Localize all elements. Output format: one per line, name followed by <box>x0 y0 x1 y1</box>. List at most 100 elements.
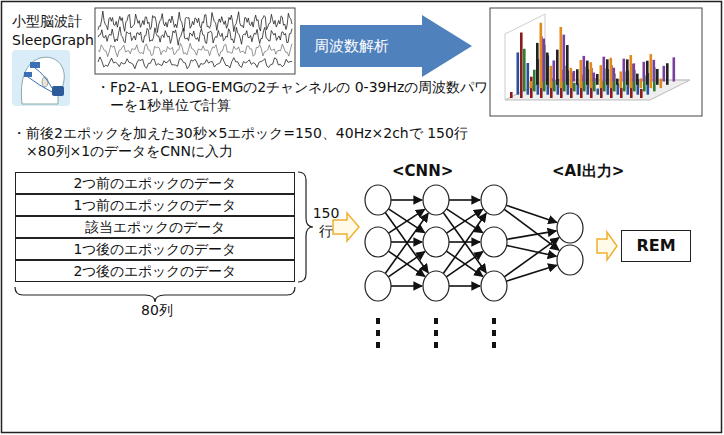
chart-bar <box>580 60 583 88</box>
chart-bar <box>573 83 576 92</box>
chart-bar <box>613 68 616 82</box>
network-link <box>446 252 482 277</box>
chart-bar <box>570 68 573 88</box>
head-outline <box>21 57 64 104</box>
chart-bar <box>640 89 643 98</box>
note: ・前後2エポックを加えた30秒×5エポック=150、40Hz×2chで 150行… <box>12 124 496 160</box>
chart-bar <box>650 54 653 88</box>
network-link <box>446 251 482 276</box>
chart-bar <box>653 60 656 82</box>
chart-bar <box>543 39 546 82</box>
chart-bar <box>663 66 666 82</box>
data-box: 該当エポックのデータ <box>15 216 295 238</box>
dimension: 80列 <box>132 301 182 319</box>
chart-bar <box>540 23 543 88</box>
device-name: SleepGraph <box>12 31 96 49</box>
chart-bar <box>596 74 599 85</box>
ear <box>42 77 48 87</box>
chart-bar <box>556 50 559 85</box>
network-link <box>388 252 424 277</box>
eeg-trace <box>98 43 292 57</box>
chart-bar <box>517 52 520 94</box>
neuron <box>557 213 583 243</box>
ellipsis-dot <box>434 342 438 348</box>
chart-bar <box>626 59 629 84</box>
chart-bar <box>623 59 626 82</box>
chart-bar <box>620 88 623 98</box>
network-link <box>388 251 424 276</box>
neuron <box>481 271 507 301</box>
box-label: 1つ後のエポックのデータ <box>74 241 237 258</box>
chart-bar <box>510 92 513 98</box>
illustration-ground <box>12 50 70 106</box>
dimension: 150 行 <box>312 204 340 240</box>
chart-bar <box>577 84 580 95</box>
electrode <box>24 72 32 77</box>
neuron <box>365 185 391 215</box>
box-label: 該当エポックのデータ <box>85 219 225 236</box>
chart-bar <box>550 66 553 88</box>
eeg-trace <box>98 11 292 32</box>
process-arrow: 周波数解析 <box>300 15 472 77</box>
network-link <box>507 245 557 256</box>
chart-axis <box>505 14 690 100</box>
box-label: REM <box>636 236 675 255</box>
wire <box>28 68 52 92</box>
chart-bar <box>563 35 566 82</box>
neuron <box>557 245 583 275</box>
head-illustration <box>12 50 70 106</box>
ellipsis-dot <box>434 330 438 336</box>
eeg-waveform <box>98 11 292 69</box>
device-name: 小型脳波計 <box>12 12 96 30</box>
network-link <box>507 231 556 239</box>
chart-bar <box>597 89 600 95</box>
arrow-shape <box>300 15 472 77</box>
network-link <box>506 265 556 281</box>
chart-bar <box>553 60 556 81</box>
box-label: 2つ前のエポックのデータ <box>74 175 237 192</box>
ellipsis-dot <box>376 318 380 324</box>
cnn-network <box>365 185 583 348</box>
data-box: 2つ後のエポックのデータ <box>15 260 295 282</box>
network-link <box>449 285 480 287</box>
network-link <box>389 209 425 233</box>
chart-bar <box>590 62 593 88</box>
electrode <box>30 62 40 68</box>
chart-bar <box>610 58 613 88</box>
chart-bar <box>530 77 533 98</box>
neuron <box>423 227 449 257</box>
chart-bar <box>616 79 619 85</box>
neuron <box>423 271 449 301</box>
chart-bar <box>630 55 633 88</box>
brace <box>298 172 313 282</box>
neuron <box>481 185 507 215</box>
chart-bar <box>553 80 556 91</box>
neuron <box>481 227 507 257</box>
chart-bar <box>533 70 536 92</box>
chart-bar <box>573 71 576 82</box>
ellipsis-dot <box>434 318 438 324</box>
chart-bar <box>560 27 563 88</box>
chart-bar <box>576 69 579 85</box>
ellipsis-dot <box>492 318 496 324</box>
chart-bar <box>523 49 526 92</box>
ellipsis-dot <box>492 342 496 348</box>
chart-bar <box>530 81 533 88</box>
chart-bar <box>643 62 646 82</box>
chart-bar <box>656 69 659 85</box>
section-title: <AI出力> <box>552 162 652 182</box>
note: ・Fp2-A1, LEOG-EMGの2チャンネルの 0-39Hzの周波数パワーを… <box>96 78 495 114</box>
chart-bar <box>633 63 636 81</box>
arrow-label: 周波数解析 <box>314 37 389 55</box>
flow-arrow <box>597 232 617 260</box>
ellipsis-dot <box>376 342 380 348</box>
box-label: 1つ前のエポックのデータ <box>74 197 237 214</box>
eeg-trace <box>98 57 292 69</box>
network-link <box>504 238 559 277</box>
section-title: <CNN> <box>392 162 472 182</box>
chart-bar <box>527 63 530 95</box>
chart-bar <box>520 33 523 98</box>
chart-bar <box>586 61 589 85</box>
eeg-trace <box>98 27 292 45</box>
